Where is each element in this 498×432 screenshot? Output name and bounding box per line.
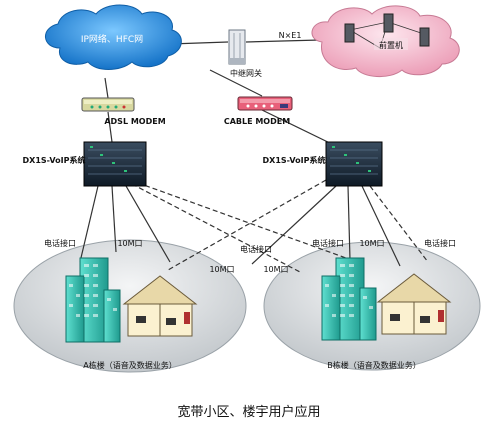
server-icon	[383, 13, 394, 33]
host-cloud: 前置机	[311, 5, 460, 77]
adsl-modem	[81, 97, 135, 112]
phone-port-label-a2: 电话接口	[312, 238, 344, 248]
building-a-label: A栋楼（语音及数据业务）	[83, 360, 176, 370]
telephone-icon	[184, 312, 190, 324]
building-a-towers	[65, 257, 121, 343]
gateway-label: 中继网关	[230, 68, 262, 78]
computer-icon	[420, 316, 430, 323]
building-a-house	[122, 275, 198, 337]
building-b-towers	[321, 257, 377, 341]
ip-cloud-label: IP网络、HFC网	[81, 33, 143, 45]
computer-icon	[166, 318, 176, 325]
server-icon	[344, 23, 355, 43]
tenm-port-label-b2: 10M口	[263, 265, 288, 274]
tenm-port-label-a2: 10M口	[209, 265, 234, 274]
dx-left-label: DX1S-VoIP系统	[23, 155, 86, 165]
dx-right-label: DX1S-VoIP系统	[263, 155, 326, 165]
telephone-icon	[438, 310, 444, 322]
building-b-house	[376, 273, 452, 335]
cable-modem	[237, 96, 293, 111]
phone-port-label-b2: 电话接口	[424, 238, 456, 248]
computer-icon	[136, 316, 146, 323]
dashed-links	[129, 179, 429, 273]
tenm-port-label-b1: 10M口	[359, 239, 384, 248]
computer-icon	[390, 314, 400, 321]
phone-port-label-a1: 电话接口	[44, 238, 76, 248]
figure-caption: 宽带小区、楼宇用户应用	[177, 404, 320, 420]
solid-links	[79, 39, 401, 267]
server-icon	[419, 27, 430, 47]
nxe1-label: N×E1	[279, 31, 302, 40]
phone-port-label-b1: 电话接口	[240, 244, 272, 254]
dx1s-system-right	[325, 141, 383, 187]
host-label: 前置机	[379, 40, 403, 50]
ip-cloud: IP网络、HFC网	[45, 4, 182, 70]
building-b-label: B栋楼（语音及数据业务）	[327, 360, 421, 370]
cable-label: CABLE MODEM	[224, 117, 290, 126]
dx1s-system-left	[83, 141, 147, 187]
tenm-port-label-a1: 10M口	[117, 239, 142, 248]
trunk-gateway	[228, 29, 246, 65]
adsl-label: ADSL MODEM	[104, 117, 165, 126]
